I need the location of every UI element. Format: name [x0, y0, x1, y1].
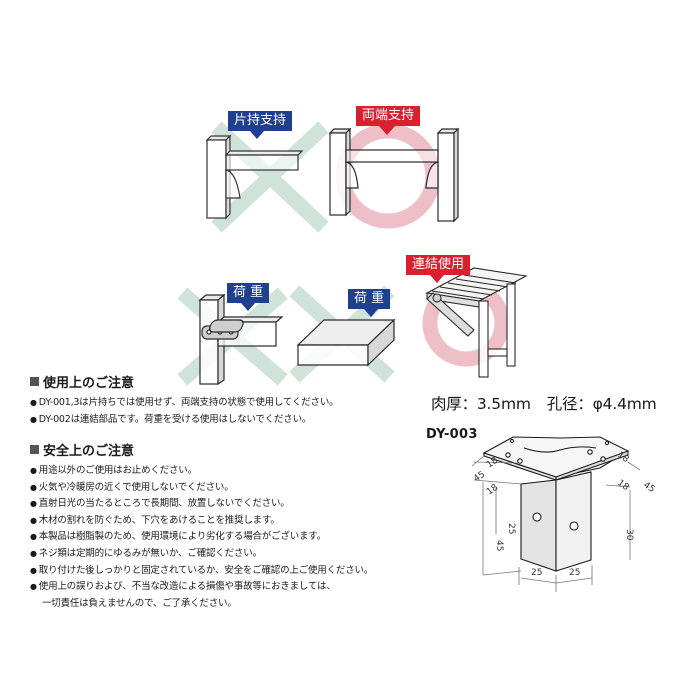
list-item-text: 木材の割れを防ぐため、下穴をあけることを推奨します。	[38, 514, 280, 526]
joining-scene	[422, 267, 528, 378]
dim-30-vertical: 30	[624, 529, 634, 541]
badge-both-ends: 両端支持	[356, 106, 421, 126]
usage-notes: 使用上のご注意 ●DY-001,3は片持ちでは使用せず、両端支持の状態で使用して…	[30, 372, 339, 429]
dim-25-bottom-b: 25	[569, 568, 580, 578]
bullet-icon: ●	[30, 482, 37, 492]
both-ends-scene	[328, 123, 460, 229]
bullet-icon: ●	[30, 565, 37, 575]
list-item-text: ネジ類は定期的にゆるみが無いか、ご確認ください。	[38, 547, 262, 559]
badge-both-ends-pointer	[379, 126, 395, 135]
list-item-text: 直射日光の当たるところで長期間、放置しないでください。	[38, 498, 290, 510]
list-item: ●用途以外のご使用はお止めください。	[30, 463, 373, 480]
hole-diameter: 孔径：φ4.4mm	[546, 395, 657, 413]
bullet-icon: ●	[30, 398, 37, 407]
list-item-text: 火気や冷暖房の近くで使用しないでください。	[38, 481, 234, 493]
wall-thickness: 肉厚：3.5mm	[431, 395, 531, 413]
cantilever-scene	[205, 121, 329, 233]
badge-load-2: 荷 重	[348, 289, 391, 309]
list-item: ●本製品は樹脂製のため、使用環境により劣化する場合がございます。	[30, 529, 373, 546]
safety-notes-heading: 安全上のご注意	[30, 440, 373, 459]
badge-load-1-pointer	[241, 303, 255, 311]
list-item-text: 用途以外のご使用はお止めください。	[38, 465, 197, 476]
list-item: ●使用上の誤りおよび、不当な改造による損傷や事故等におきましては、	[30, 579, 373, 596]
dim-25-bottom-a: 25	[531, 568, 542, 578]
list-item: ●DY-001,3は片持ちでは使用せず、両端支持の状態で使用してください。	[30, 395, 339, 412]
bullet-icon: ●	[30, 548, 37, 558]
load-tjoint-scene	[177, 287, 288, 386]
dim-18-right-b: 18	[615, 478, 630, 493]
bullet-icon: ●	[30, 466, 37, 475]
list-item-text: DY-001,3は片持ちでは使用せず、両端支持の状態で使用してください。	[38, 397, 339, 408]
badge-cantilever-pointer	[250, 131, 264, 139]
list-item-text: DY-002は連結部品です。荷重を受ける使用はしないでください。	[38, 413, 312, 425]
bullet-icon: ●	[30, 499, 37, 509]
list-item-text: 使用上の誤りおよび、不当な改造による損傷や事故等におきましては、	[38, 581, 336, 593]
list-item: ●取り付けた後しっかりと固定されているか、安全をご確認の上ご使用ください。	[30, 563, 373, 580]
bullet-icon: ●	[30, 582, 37, 592]
usage-notes-heading: 使用上のご注意	[30, 372, 338, 391]
badge-load-1: 荷 重	[227, 283, 270, 303]
list-item-text: 本製品は樹脂製のため、使用環境により劣化する場合がございます。	[38, 531, 326, 543]
badge-joining-pointer	[430, 275, 444, 283]
badge-joining: 連結使用	[406, 255, 471, 275]
badge-load-2-pointer	[364, 309, 378, 317]
list-item-text: 取り付けた後しっかりと固定されているか、安全をご確認の上ご使用ください。	[38, 564, 374, 576]
dy003-drawing	[471, 436, 641, 592]
badge-cantilever: 片持支持	[228, 111, 293, 131]
square-bullet-icon	[30, 445, 39, 454]
dim-45-right: 45	[641, 480, 656, 495]
model-number: DY-003	[426, 427, 478, 442]
safety-notes: 安全上のご注意 ●用途以外のご使用はお止めください。 ●火気や冷暖房の近くで使用…	[30, 440, 373, 612]
dim-45-left: 45	[472, 470, 487, 485]
list-item-continuation: 一切責任は負えませんので、ご了承ください。	[42, 597, 237, 609]
bullet-icon: ●	[30, 532, 37, 542]
spec-line: 肉厚：3.5mm 孔径：φ4.4mm	[431, 392, 657, 414]
list-item: ●火気や冷暖房の近くで使用しないでください。	[30, 480, 373, 497]
dim-25-vertical: 25	[506, 523, 516, 534]
ng-cross-mark-1	[211, 121, 329, 233]
list-item: ●DY-002は連結部品です。荷重を受ける使用はしないでください。	[30, 412, 338, 429]
square-bullet-icon	[30, 377, 39, 386]
bullet-icon: ●	[30, 515, 37, 525]
dim-45-vertical: 45	[494, 540, 504, 551]
dim-18-left-b: 18	[485, 483, 500, 498]
bullet-icon: ●	[30, 414, 37, 424]
list-item: ●木材の割れを防ぐため、下穴をあけることを推奨します。	[30, 513, 373, 530]
list-item: ●直射日光の当たるところで長期間、放置しないでください。	[30, 496, 373, 513]
list-item: ●ネジ類は定期的にゆるみが無いか、ご確認ください。	[30, 546, 373, 563]
usage-notes-title: 使用上のご注意	[43, 376, 135, 391]
safety-notes-title: 安全上のご注意	[43, 444, 135, 459]
